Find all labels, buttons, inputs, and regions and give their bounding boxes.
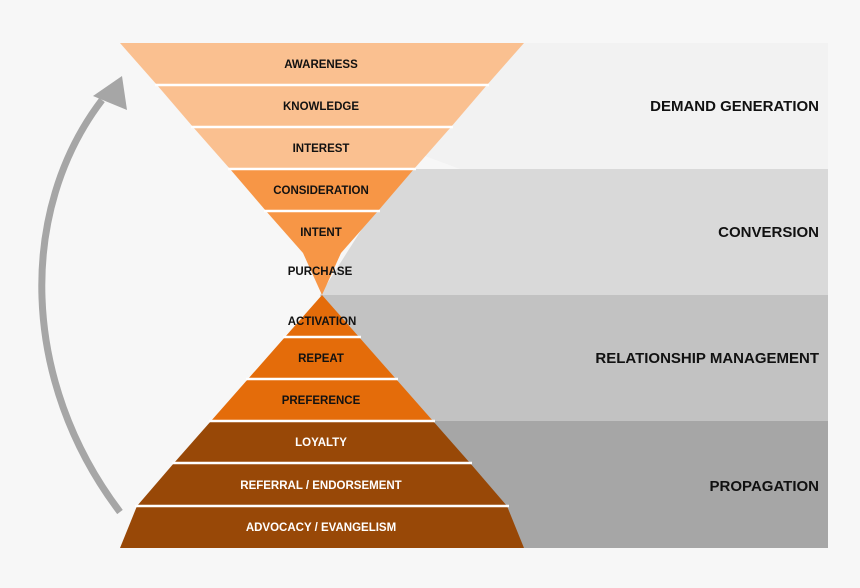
- stage-bands: [120, 43, 828, 548]
- level-label-awareness: AWARENESS: [284, 59, 358, 71]
- level-label-loyalty: LOYALTY: [295, 437, 347, 449]
- stage-band-propagation: [420, 421, 828, 548]
- level-shape-loyalty: [174, 421, 470, 463]
- level-dividers: [135, 83, 509, 508]
- stage-band-conversion: [320, 169, 828, 295]
- level-shape-preference: [211, 379, 433, 421]
- level-shape-advocacy-evangelism: [120, 506, 524, 548]
- level-shape-referral-endorsement: [137, 463, 507, 506]
- stage-band-relationship-management: [320, 295, 828, 421]
- cycle-arrow: [38, 76, 127, 515]
- funnel-levels: [120, 43, 524, 548]
- level-shape-repeat: [248, 337, 396, 379]
- stage-label-propagation: PROPAGATION: [710, 478, 819, 495]
- level-labels: AWARENESS KNOWLEDGE INTEREST CONSIDERATI…: [240, 59, 401, 534]
- level-label-repeat: REPEAT: [298, 353, 344, 365]
- level-shape-purchase: [303, 253, 341, 295]
- level-shape-interest: [193, 127, 451, 169]
- level-label-advocacy-evangelism: ADVOCACY / EVANGELISM: [246, 522, 396, 534]
- level-label-referral-endorsement: REFERRAL / ENDORSEMENT: [240, 480, 401, 492]
- cycle-arrow-head: [93, 76, 127, 110]
- level-shape-activation: [285, 295, 359, 337]
- level-label-purchase: PURCHASE: [288, 266, 353, 278]
- cycle-arrow-shaft: [38, 97, 123, 515]
- level-shape-knowledge: [157, 85, 487, 127]
- level-shape-consideration: [230, 169, 414, 211]
- level-label-intent: INTENT: [300, 227, 342, 239]
- level-label-interest: INTEREST: [293, 143, 350, 155]
- stage-label-conversion: CONVERSION: [718, 224, 819, 241]
- stage-labels: DEMAND GENERATION CONVERSION RELATIONSHI…: [595, 98, 819, 495]
- level-shape-intent: [266, 211, 378, 253]
- stage-label-demand-generation: DEMAND GENERATION: [650, 98, 819, 115]
- level-label-consideration: CONSIDERATION: [273, 185, 369, 197]
- level-label-activation: ACTIVATION: [288, 316, 357, 328]
- level-label-knowledge: KNOWLEDGE: [283, 101, 359, 113]
- level-label-preference: PREFERENCE: [282, 395, 361, 407]
- stage-label-relationship-management: RELATIONSHIP MANAGEMENT: [595, 350, 819, 367]
- level-shape-awareness: [120, 43, 524, 85]
